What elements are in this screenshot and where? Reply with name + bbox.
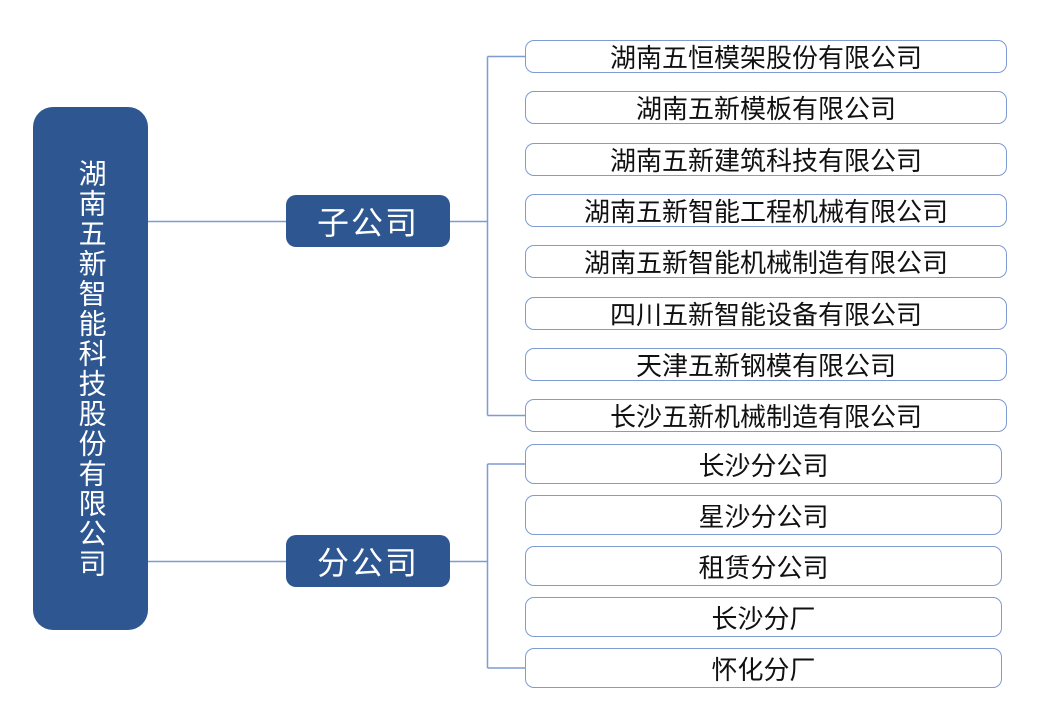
subsidiary-node: 长沙五新机械制造有限公司 [525,399,1007,433]
group-node-branches: 分公司 [286,535,450,587]
branch-node: 怀化分厂 [525,648,1002,688]
subsidiary-node: 四川五新智能设备有限公司 [525,297,1007,331]
org-root-label: 湖南五新智能科技股份有限公司 [74,158,108,579]
group-node-subsidiaries: 子公司 [286,195,450,247]
subsidiary-node: 天津五新钢模有限公司 [525,348,1007,382]
subsidiary-node: 湖南五新智能工程机械有限公司 [525,194,1007,228]
branch-node: 长沙分公司 [525,444,1002,484]
subsidiary-node: 湖南五新模板有限公司 [525,91,1007,125]
branch-node: 长沙分厂 [525,597,1002,637]
branch-node: 租赁分公司 [525,546,1002,586]
subsidiary-node: 湖南五恒模架股份有限公司 [525,40,1007,74]
branch-node: 星沙分公司 [525,495,1002,535]
subsidiary-node: 湖南五新建筑科技有限公司 [525,143,1007,177]
subsidiary-node: 湖南五新智能机械制造有限公司 [525,245,1007,279]
org-root-node: 湖南五新智能科技股份有限公司 [33,107,148,630]
